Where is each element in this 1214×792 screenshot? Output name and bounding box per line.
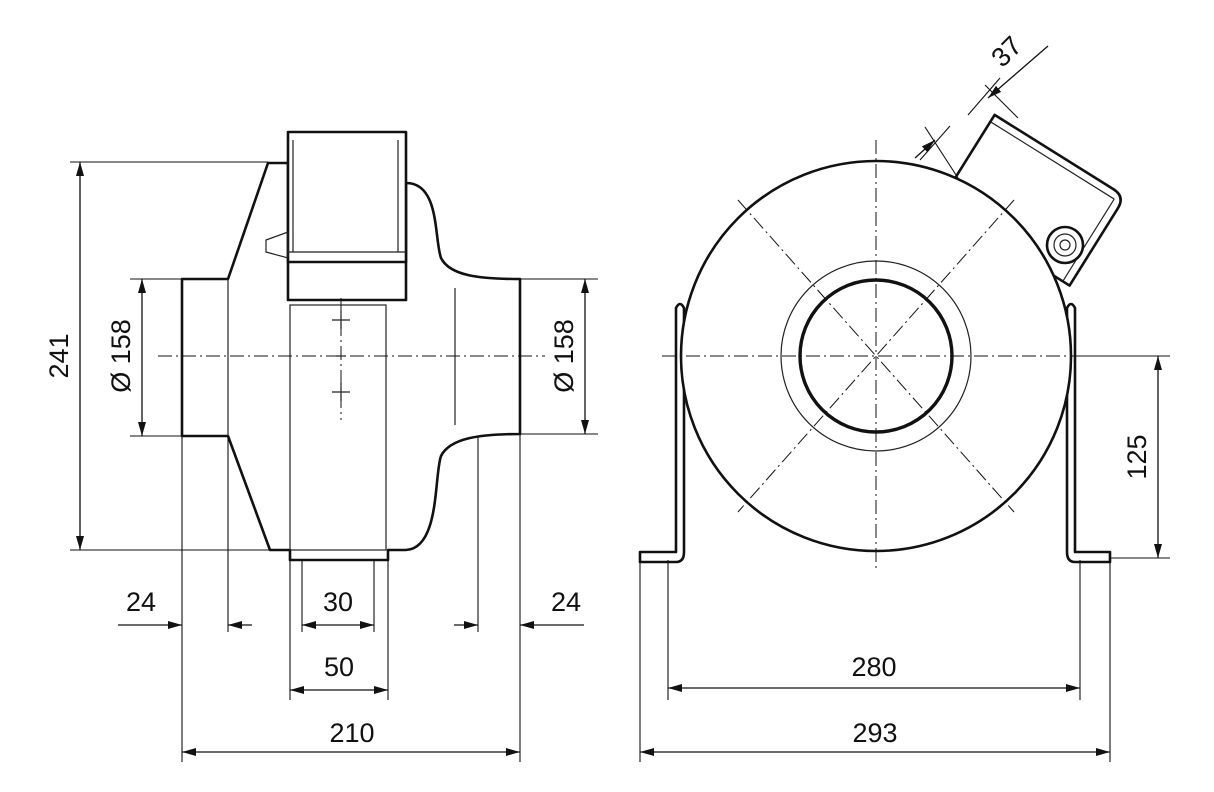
inlet-diameter-label: Ø 158 (106, 319, 136, 393)
spigot-right-label: 24 (551, 587, 581, 617)
mounting-bracket-side (289, 304, 387, 551)
cable-gland (1045, 225, 1085, 265)
side-view (158, 130, 545, 562)
outlet-diameter-label: Ø 158 (549, 319, 579, 393)
front-view (638, 113, 1122, 570)
length-overall-label: 210 (329, 718, 374, 748)
axis-height-label: 125 (1122, 434, 1152, 479)
bracket-inner-label: 30 (323, 587, 353, 617)
spigot-left-label: 24 (126, 587, 156, 617)
mounting-foot-left (638, 302, 686, 564)
terminal-box-side (286, 130, 408, 264)
foot-span-outer-label: 293 (852, 718, 897, 748)
mounting-foot-right (1065, 302, 1112, 564)
foot-span-inner-label: 280 (851, 652, 896, 682)
front-view-dimensions: 37 125 280 293 (639, 30, 1170, 762)
terminal-box-depth-label: 37 (985, 30, 1027, 72)
side-view-dimensions: 241 Ø 158 Ø 158 24 30 24 50 (44, 161, 598, 762)
bracket-outer-label: 50 (324, 652, 354, 682)
height-overall-label: 241 (44, 333, 74, 378)
